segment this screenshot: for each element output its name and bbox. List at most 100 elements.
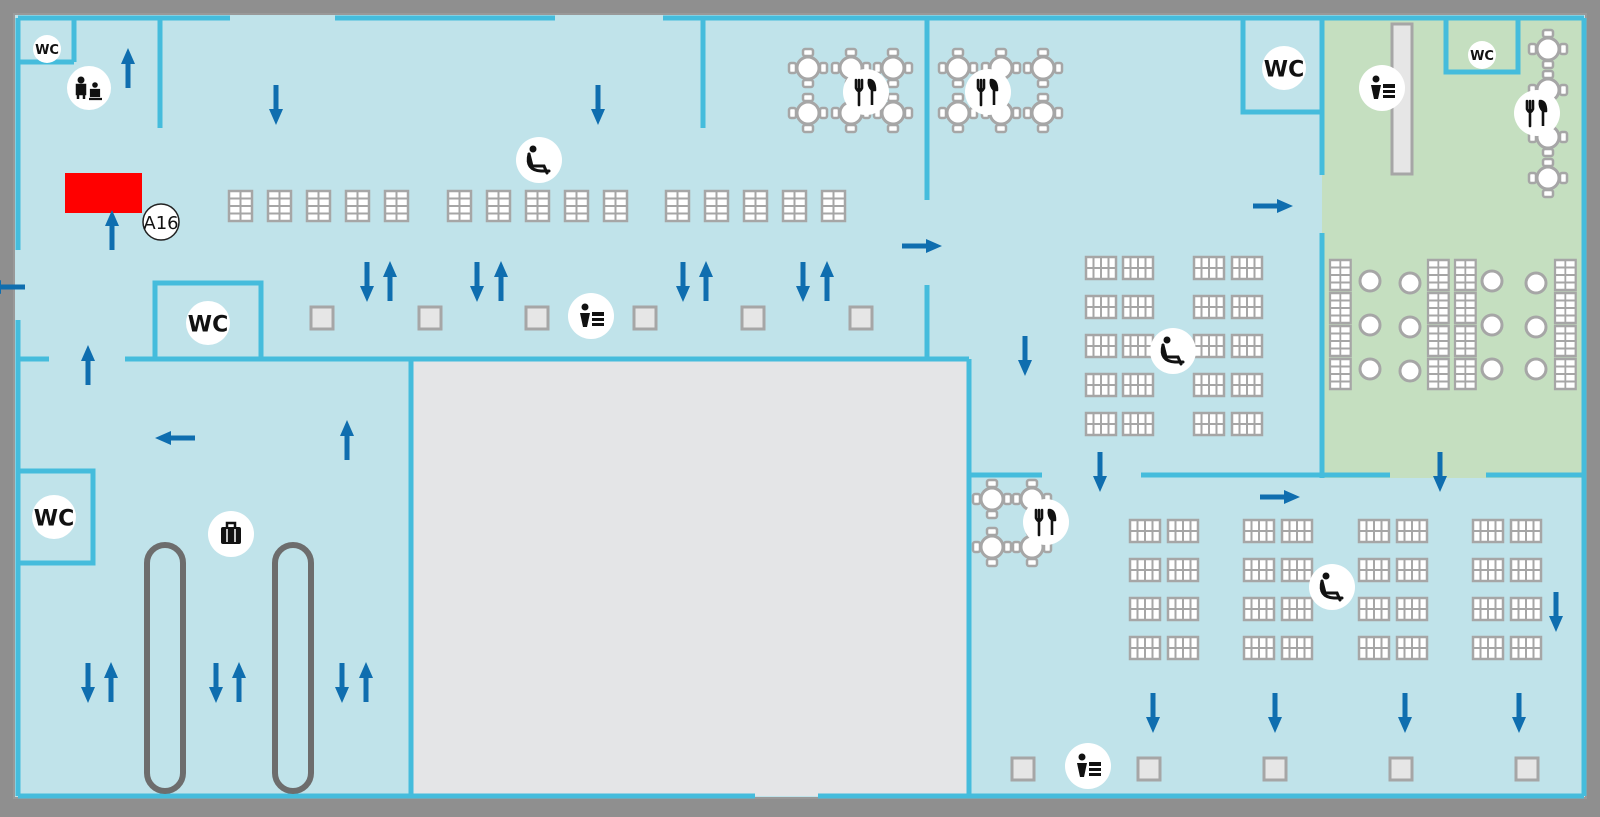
wc-label: WC: [35, 43, 59, 58]
seating-row: [1280, 596, 1314, 622]
info-counter: [592, 312, 604, 316]
gate-desk: [524, 305, 550, 331]
location-marker[interactable]: [65, 173, 142, 213]
dining-icon[interactable]: [1023, 499, 1069, 545]
lounge-stool: [1398, 315, 1422, 339]
lounge-bench: [1553, 258, 1577, 292]
gate-desk: [309, 305, 335, 331]
seating-bench: [602, 189, 629, 223]
baggage-belt: [144, 542, 186, 794]
seating-row: [1084, 333, 1118, 359]
lounge-stool: [1358, 269, 1382, 293]
lounge-stool: [1480, 357, 1504, 381]
knife-shape: [1538, 99, 1548, 126]
seating-bench: [227, 189, 254, 223]
gate-desk: [417, 305, 443, 331]
seating-row: [1242, 635, 1276, 661]
seating-row: [1192, 255, 1226, 281]
dining-icon[interactable]: [843, 69, 889, 115]
dining-icon-disc: [965, 69, 1011, 115]
seating-row: [1121, 294, 1155, 320]
seating-row: [1242, 557, 1276, 583]
seating-row: [1230, 333, 1264, 359]
seating-row: [1128, 518, 1162, 544]
seating-row: [1395, 518, 1429, 544]
seating-row: [1192, 411, 1226, 437]
wc-label: WC: [1264, 57, 1304, 82]
baggage-belt: [272, 542, 314, 794]
fork-shape: [854, 78, 864, 107]
seating-row: [1509, 557, 1543, 583]
information-desk-icon-disc: [1065, 743, 1111, 789]
wc-icon[interactable]: WC: [1262, 46, 1306, 90]
lounge-stool: [1358, 313, 1382, 337]
seating-icon[interactable]: [1150, 328, 1196, 374]
seating-row: [1084, 255, 1118, 281]
info-body: [1371, 85, 1381, 99]
seating-row: [1192, 294, 1226, 320]
seating-row: [1230, 255, 1264, 281]
info-body: [580, 313, 590, 327]
wc-disc: [1468, 41, 1496, 69]
dining-icon-disc: [843, 69, 889, 115]
seating-icon-disc: [1150, 328, 1196, 374]
seating-bench: [820, 189, 847, 223]
seating-row: [1166, 518, 1200, 544]
baggage-icon[interactable]: [208, 511, 254, 557]
wc-icon[interactable]: WC: [32, 495, 76, 539]
lounge-stool: [1480, 269, 1504, 293]
lounge-bench: [1328, 258, 1352, 292]
seating-row: [1280, 557, 1314, 583]
dining-icon-disc: [1514, 90, 1560, 136]
seating-icon[interactable]: [1309, 564, 1355, 610]
dining-icon[interactable]: [1514, 90, 1560, 136]
lounge-stool: [1398, 271, 1422, 295]
seating-icon-disc: [1309, 564, 1355, 610]
seating-row: [1121, 333, 1155, 359]
wc-disc: [33, 35, 61, 63]
wc-icon[interactable]: WC: [1468, 41, 1496, 69]
seating-icon[interactable]: [516, 137, 562, 183]
information-desk-icon[interactable]: [1065, 743, 1111, 789]
seating-bench: [305, 189, 332, 223]
gate-desk: [1136, 756, 1162, 782]
walls: [15, 15, 1587, 799]
restricted-area: [413, 359, 969, 796]
lounge-stool: [1358, 357, 1382, 381]
wc-label: WC: [188, 312, 228, 337]
seating-row: [1242, 596, 1276, 622]
seat-person-head: [1322, 572, 1330, 580]
info-head: [1078, 753, 1086, 761]
seating-bench: [383, 189, 410, 223]
information-desk-icon[interactable]: [568, 293, 614, 339]
info-counter: [1383, 84, 1395, 88]
wc-icon[interactable]: WC: [33, 35, 61, 63]
lounge-stool: [1524, 271, 1548, 295]
seating-row: [1509, 635, 1543, 661]
seating-row: [1357, 557, 1391, 583]
family-room-icon[interactable]: [67, 66, 111, 110]
lounge-bench: [1328, 324, 1352, 358]
seating-row: [1084, 294, 1118, 320]
seating-row: [1357, 635, 1391, 661]
dining-icon[interactable]: [965, 69, 1011, 115]
wc-icon[interactable]: WC: [186, 301, 230, 345]
seating-row: [1395, 557, 1429, 583]
gate-desk: [1388, 756, 1414, 782]
seating-row: [1230, 411, 1264, 437]
info-head: [1372, 75, 1380, 83]
lounge-bench: [1426, 258, 1450, 292]
adult-body: [75, 83, 87, 99]
seating-row: [1121, 255, 1155, 281]
child-body: [89, 88, 102, 101]
seating-row: [1166, 635, 1200, 661]
knife-shape: [989, 78, 999, 105]
gate-label-badge: [142, 203, 180, 241]
seat-person-head: [529, 145, 537, 153]
seating-row: [1192, 333, 1226, 359]
seating-bench: [344, 189, 371, 223]
info-counter: [592, 318, 604, 321]
information-desk-icon[interactable]: [1359, 65, 1405, 111]
information-desk-icon-disc: [1359, 65, 1405, 111]
